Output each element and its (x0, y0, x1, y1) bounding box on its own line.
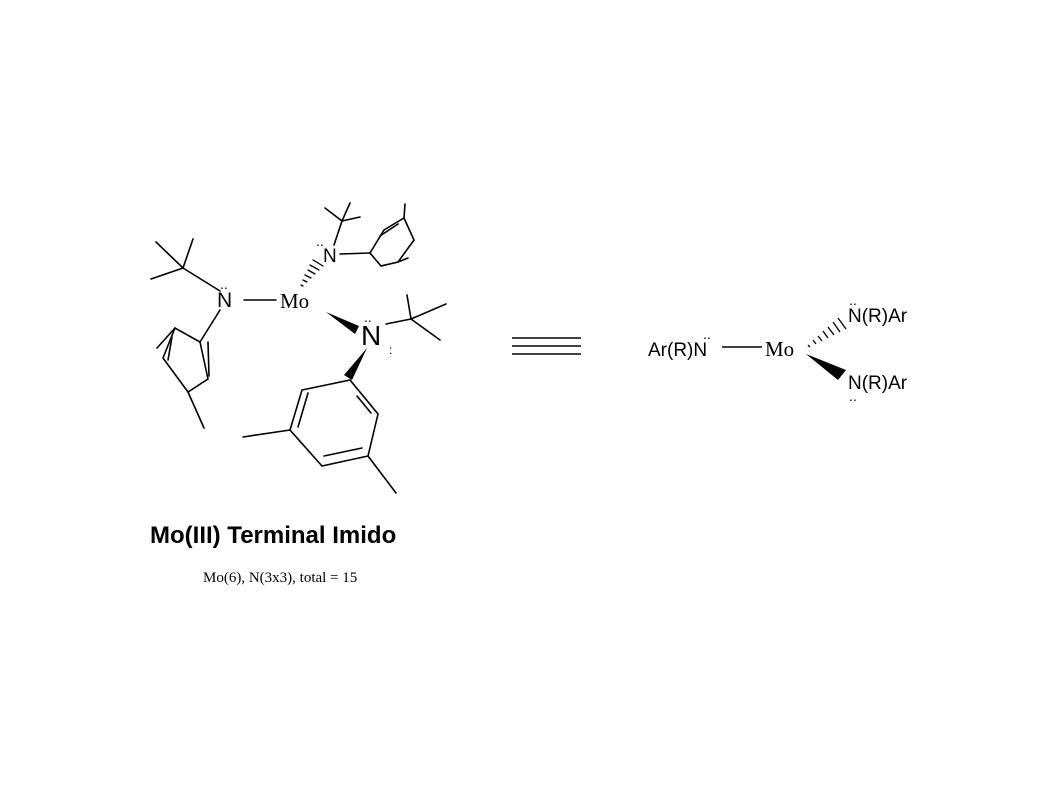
atom-mo-right: Mo (765, 337, 794, 361)
atom-mo-left: Mo (280, 289, 309, 313)
right-bold-wedge (806, 354, 846, 380)
bold-wedge-n-aryl (344, 348, 367, 380)
top-hashed-wedge (300, 259, 324, 287)
equivalence-sign (512, 337, 581, 355)
lone-pair-n-r-ar-bottom: .. (849, 388, 857, 404)
right-structure: Ar(R)N .. Mo N(R)Ar .. N(R)Ar .. (648, 292, 908, 404)
left-tbu-group (150, 238, 221, 292)
right-tbu-group (385, 294, 447, 341)
top-tbu-group (324, 202, 361, 246)
label-n-r-ar-bottom: N(R)Ar (848, 373, 908, 394)
atom-n-top: N (323, 246, 337, 267)
bold-wedge-mo-n (326, 312, 359, 334)
lone-pair-n-r-ar-top: .. (849, 292, 857, 308)
lone-pair-n-right: .. (364, 309, 372, 325)
lone-pair-n-right-side: : (389, 343, 392, 357)
label-n-r-ar-top: N(R)Ar (848, 306, 908, 327)
atom-n-right: N (361, 320, 381, 351)
left-aryl-ring (156, 309, 221, 429)
caption-title: Mo(III) Terminal Imido (150, 522, 397, 549)
left-atom-labels: N .. Mo N .. N .. : (217, 233, 392, 357)
right-hashed-wedge (807, 317, 847, 348)
lone-pair-n-left: .. (220, 276, 228, 292)
lone-pair-n-top: .. (316, 233, 324, 249)
caption-subtitle: Mo(6), N(3x3), total = 15 (203, 570, 358, 586)
left-structure (150, 202, 447, 494)
large-aryl-ring (242, 379, 397, 494)
lone-pair-ar-r-n: .. (703, 326, 711, 342)
top-aryl-ring (339, 203, 415, 267)
label-ar-r-n: Ar(R)N (648, 340, 707, 361)
atom-n-left: N (217, 289, 232, 312)
